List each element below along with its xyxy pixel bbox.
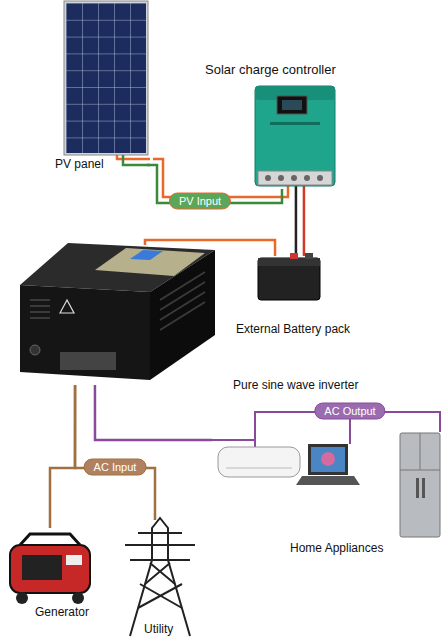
wire: [95, 385, 212, 440]
pv-panel: PV panel: [50, 0, 150, 172]
wire-connector: [50, 385, 75, 528]
node-label: External Battery pack: [236, 322, 350, 336]
wire-connector: [296, 186, 304, 256]
inverter-illustration: [20, 243, 215, 380]
home-appliances: Home Appliances: [212, 412, 446, 560]
node-label: Generator: [35, 605, 89, 619]
battery-illustration: [258, 253, 320, 300]
charge-controller-illustration: [255, 86, 335, 186]
generator-illustration: [10, 534, 90, 604]
appliances-illustration: [218, 433, 440, 537]
wire: [75, 385, 155, 520]
wire-label-pill: PV Input: [169, 193, 231, 210]
wire: [50, 385, 75, 528]
inverter: Pure sine wave inverter: [15, 245, 220, 385]
wire: [303, 186, 306, 256]
wire-label-pill: AC Output: [314, 403, 385, 420]
utility-pylon: [125, 518, 195, 636]
generator: Generator: [2, 528, 102, 623]
node-label: Solar charge controller: [205, 63, 336, 77]
pv-panel-illustration: [64, 1, 150, 165]
wire-connector: [75, 385, 155, 520]
node-label: PV panel: [55, 157, 104, 171]
wire-connector: [95, 385, 212, 440]
node-label: Utility: [144, 622, 173, 636]
wire: [295, 186, 298, 256]
utility: Utility: [118, 520, 208, 639]
battery-pack: External Battery pack: [232, 256, 382, 336]
node-label: Home Appliances: [290, 541, 383, 555]
wire-label-pill: AC Input: [84, 459, 147, 476]
node-label: Pure sine wave inverter: [233, 378, 358, 392]
charge-controller: Solar charge controller: [200, 60, 340, 186]
